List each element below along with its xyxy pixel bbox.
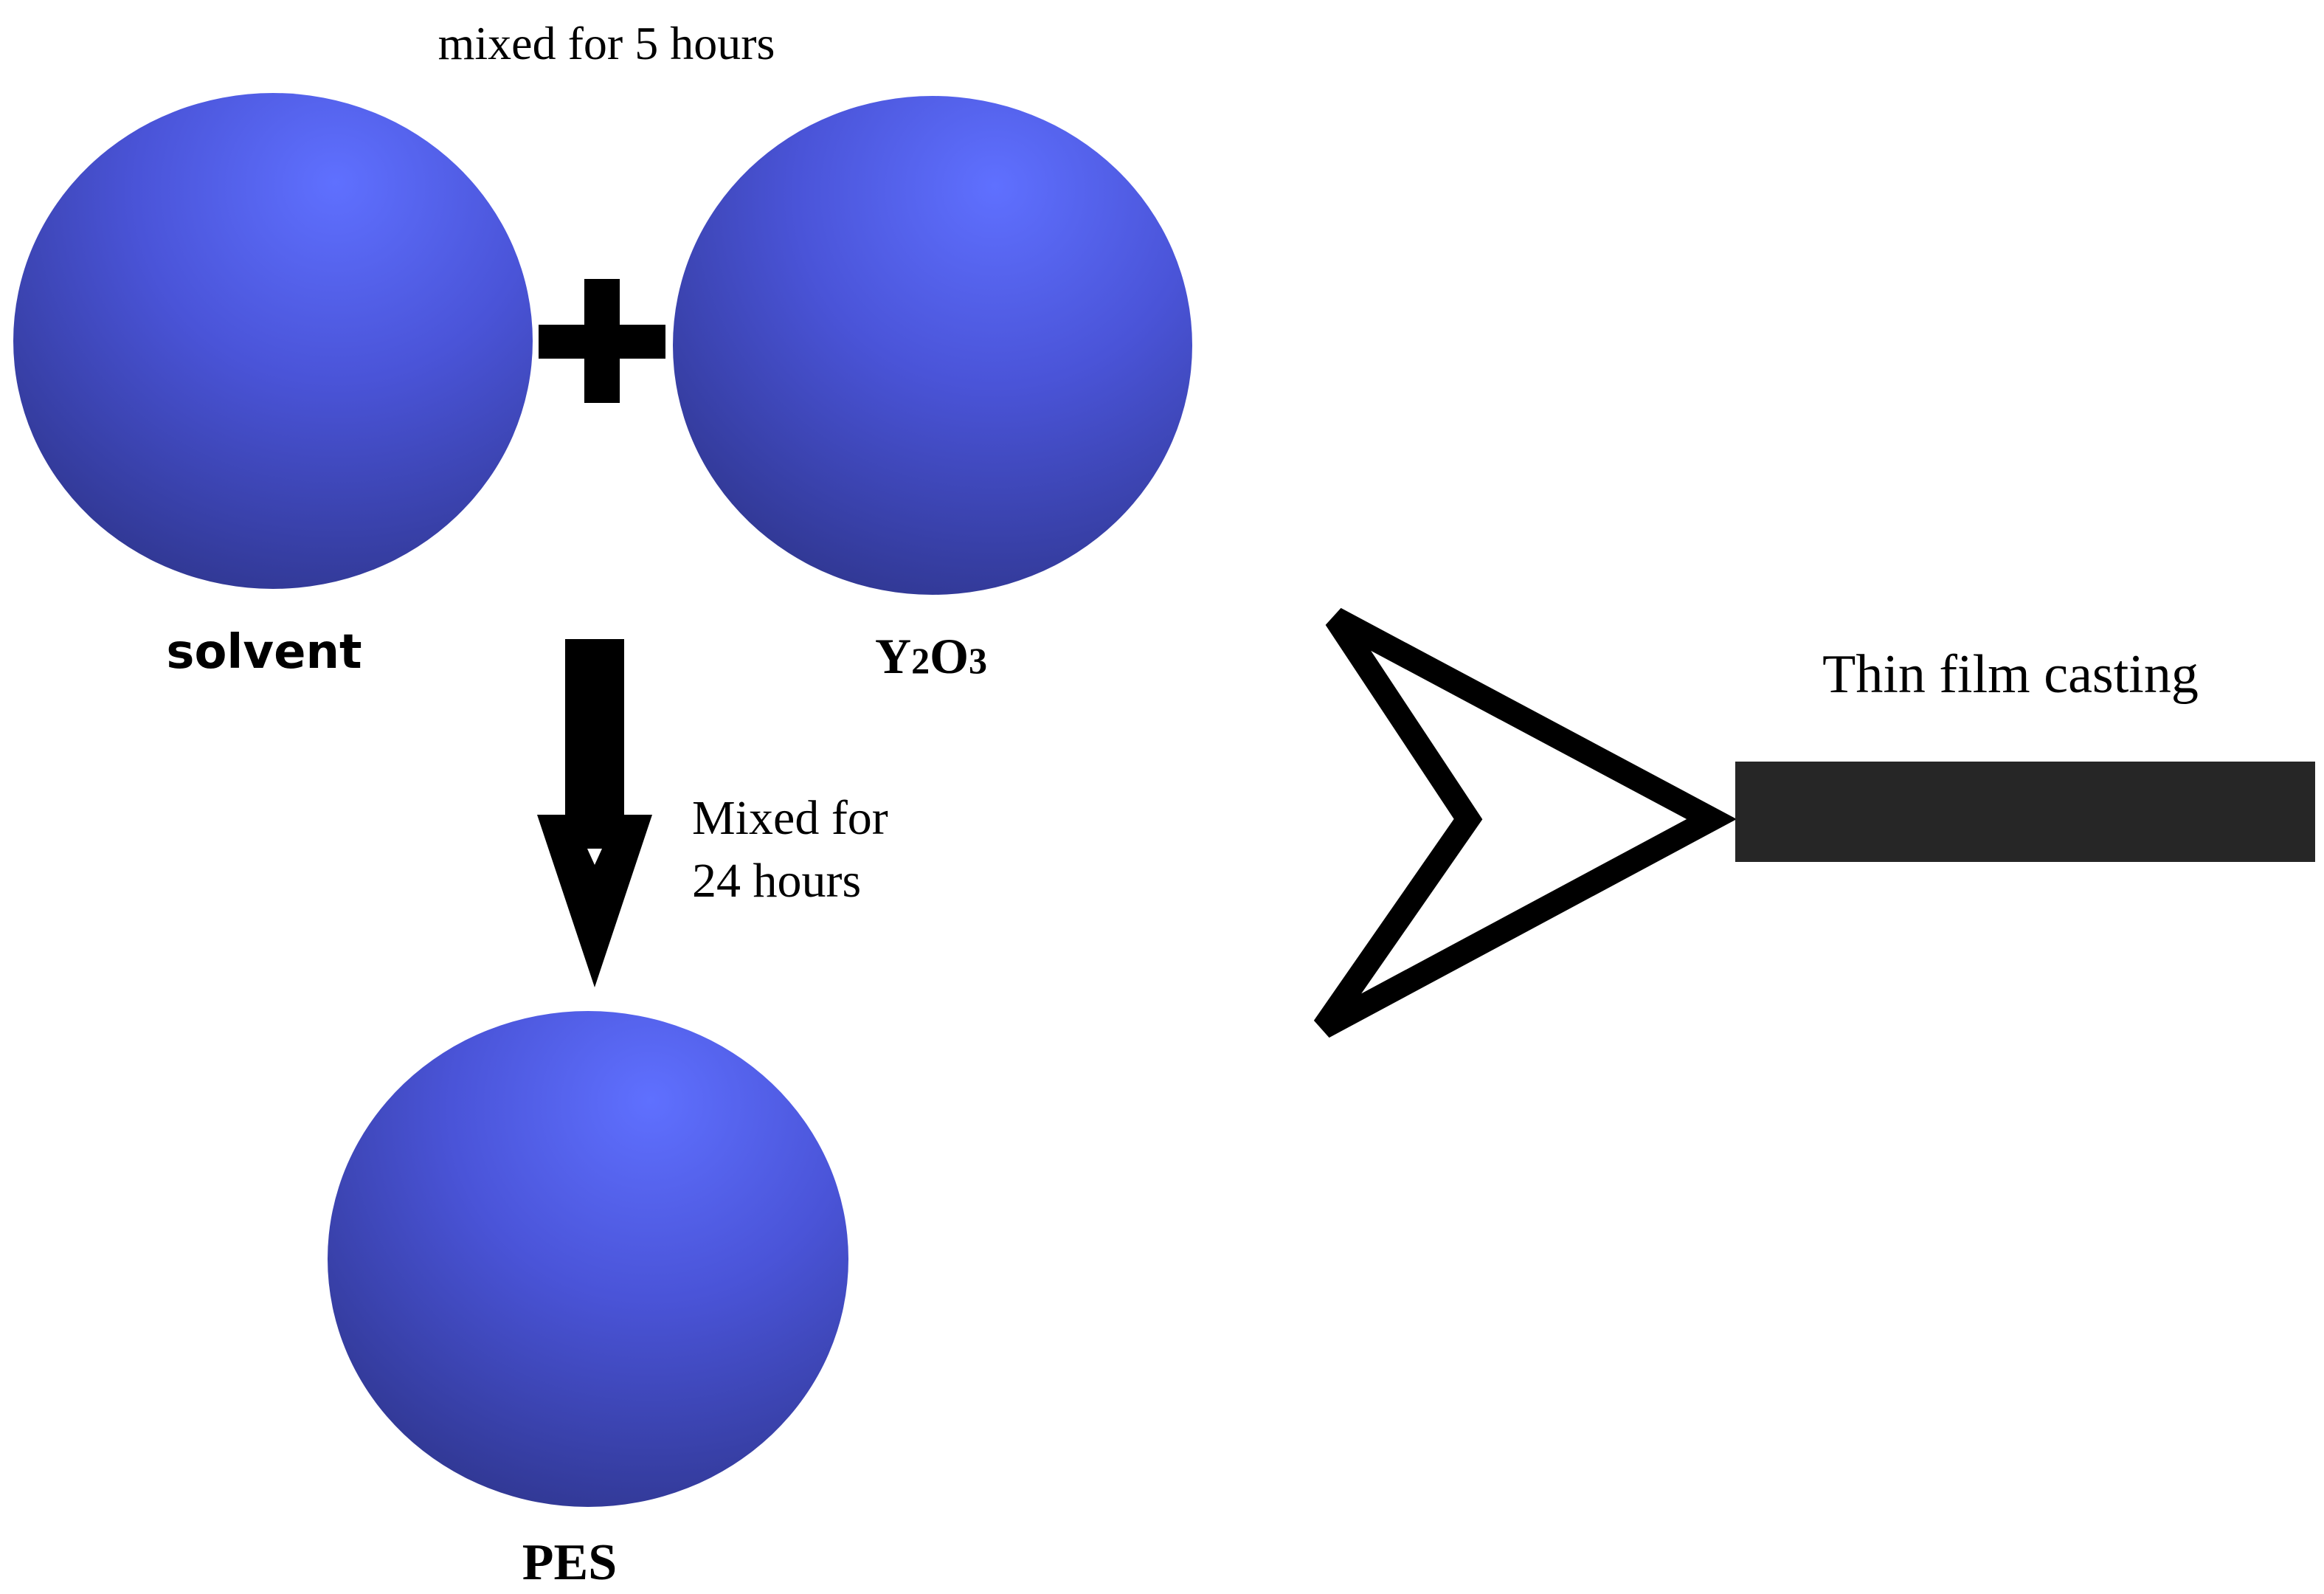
step3-caption: Thin film casting bbox=[1822, 644, 2199, 705]
pes-sphere bbox=[328, 1011, 848, 1507]
y2o3-label-y: Y bbox=[875, 628, 911, 684]
y2o3-sphere bbox=[673, 96, 1192, 595]
solvent-label: solvent bbox=[166, 625, 362, 680]
solvent-sphere bbox=[13, 93, 533, 589]
plus-icon bbox=[539, 279, 665, 403]
step1-caption: mixed for 5 hours bbox=[438, 17, 775, 69]
y2o3-label-sub1: 2 bbox=[911, 640, 930, 681]
chevron-right-icon bbox=[1313, 607, 1737, 1038]
y2o3-label: Y2O3 bbox=[875, 628, 987, 684]
y2o3-label-o: O bbox=[930, 628, 969, 684]
arrow-down-icon bbox=[537, 639, 652, 987]
step2-caption-line2: 24 hours bbox=[692, 854, 861, 908]
thin-film-bar bbox=[1735, 762, 2315, 862]
y2o3-label-sub2: 3 bbox=[969, 640, 987, 681]
step2-caption-line1: Mixed for bbox=[692, 791, 888, 845]
pes-label: PES bbox=[522, 1534, 617, 1591]
